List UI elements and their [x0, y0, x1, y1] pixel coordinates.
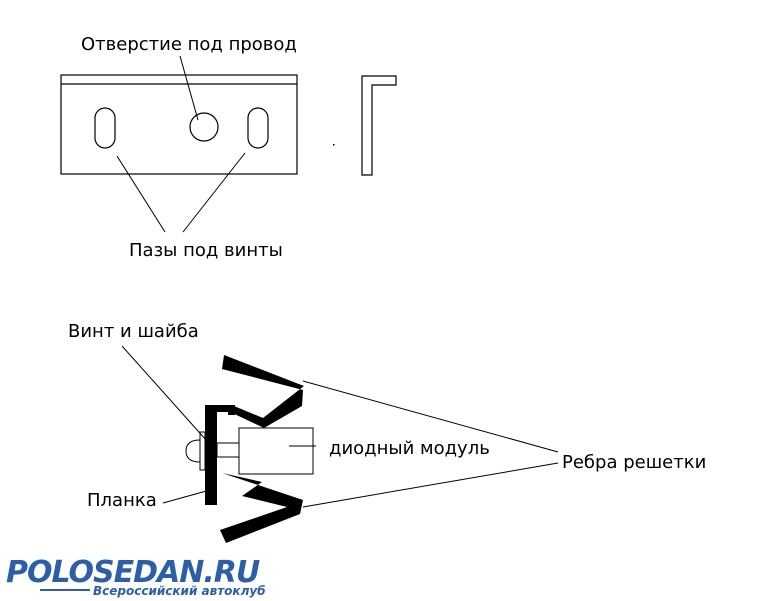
strip-top-lug-tip [228, 405, 235, 415]
wire-hole [189, 112, 219, 142]
bracket-side-profile [361, 75, 397, 176]
strip [205, 405, 235, 505]
grille-ribs-leader-top [302, 380, 559, 453]
dot-mark [333, 144, 335, 146]
strip-leader [162, 489, 211, 504]
screw-and-washer-label: Винт и шайба [68, 321, 199, 342]
bracket-plate [60, 74, 298, 175]
screw-shaft [216, 442, 240, 458]
wire-hole-leader [179, 55, 199, 121]
logo-title: POLOSEDAN.RU [6, 555, 260, 590]
screw-slots-leader-right [182, 152, 246, 233]
wire-hole-label: Отверстие под провод [81, 34, 297, 55]
polosedan-logo: POLOSEDAN.RU Всероссийский автоклуб [6, 555, 266, 598]
grille-ribs-leader-bottom [302, 462, 559, 508]
screw-slots-leader-left [116, 155, 166, 233]
screw-head [185, 439, 201, 463]
logo-subtitle: Всероссийский автоклуб [93, 584, 266, 598]
screw-and-washer-leader [121, 345, 216, 451]
screw-slots-label: Пазы под винты [129, 240, 283, 261]
grille-rib-top [222, 355, 304, 428]
strip-body [205, 407, 217, 505]
diode-module [238, 427, 314, 475]
diode-module-label: диодный модуль [329, 438, 490, 459]
strip-top-lug [205, 405, 235, 412]
grille-ribs-label: Ребра решетки [562, 452, 706, 473]
grille-ribs [220, 355, 304, 543]
strip-label: Планка [87, 490, 157, 511]
grille-rib-bottom [220, 473, 303, 543]
bracket-plate-front-view [60, 74, 298, 175]
screw-slot-right [247, 107, 269, 149]
screw-slot-left [94, 107, 116, 149]
